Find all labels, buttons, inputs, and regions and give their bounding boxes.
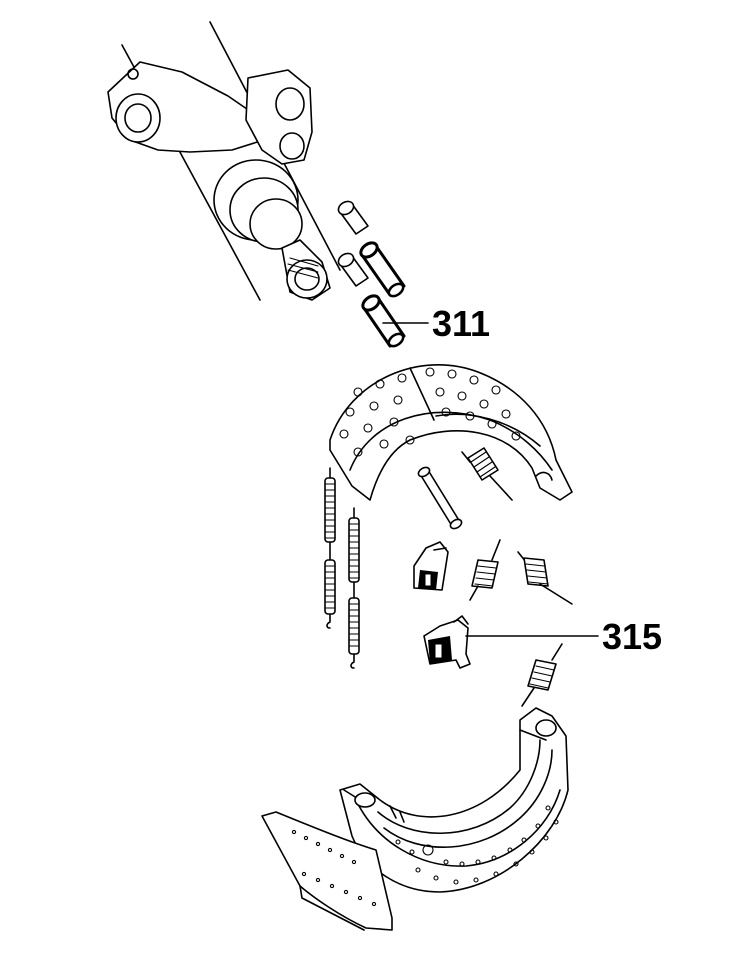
spring-lower (521, 643, 563, 707)
lining-rivet-holes (291, 829, 377, 907)
spring-upper (461, 447, 513, 501)
clip-upper (413, 541, 449, 591)
retainer-clips (413, 541, 471, 669)
callout-311-number: 311 (432, 303, 490, 344)
anchor-pins-and-bushings (337, 200, 406, 348)
return-spring-right (348, 507, 360, 669)
lower-brake-shoe (339, 707, 569, 893)
lower-shoe-rivet-holes (395, 805, 559, 885)
clip-lower (423, 615, 471, 669)
return-springs (324, 467, 360, 669)
spring-mid-right (517, 551, 573, 605)
callout-315-number: 315 (602, 616, 662, 657)
spring-mid-left (469, 539, 501, 601)
axle-spindle (107, 21, 341, 301)
callout-311: 311 (382, 303, 490, 344)
return-spring-left (324, 467, 336, 629)
small-springs (461, 447, 573, 707)
brake-lining-block (261, 811, 393, 931)
cam-roller-pin (417, 466, 463, 530)
shoe-lining-rivet-holes (339, 367, 521, 457)
upper-brake-shoe (329, 364, 573, 501)
callout-315: 315 (465, 616, 662, 657)
